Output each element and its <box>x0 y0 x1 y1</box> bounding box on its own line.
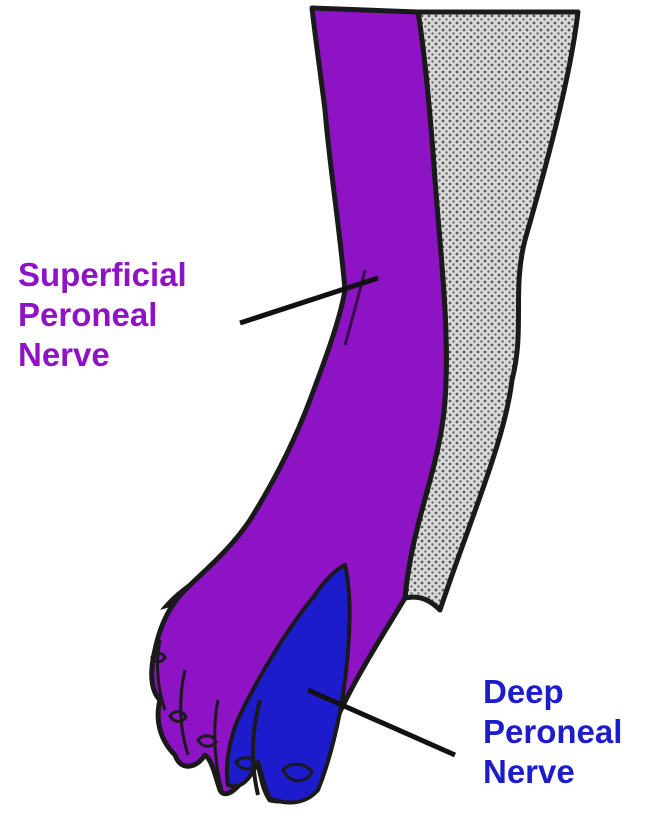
deep-label-line-2: Peroneal <box>483 712 622 752</box>
superficial-label-line-3: Nerve <box>18 335 187 375</box>
deep-peroneal-nerve-label: Deep Peroneal Nerve <box>483 672 622 792</box>
superficial-label-line-2: Peroneal <box>18 295 187 335</box>
superficial-label-line-1: Superficial <box>18 255 187 295</box>
deep-label-line-1: Deep <box>483 672 622 712</box>
superficial-peroneal-nerve-label: Superficial Peroneal Nerve <box>18 255 187 375</box>
deep-label-line-3: Nerve <box>483 752 622 792</box>
